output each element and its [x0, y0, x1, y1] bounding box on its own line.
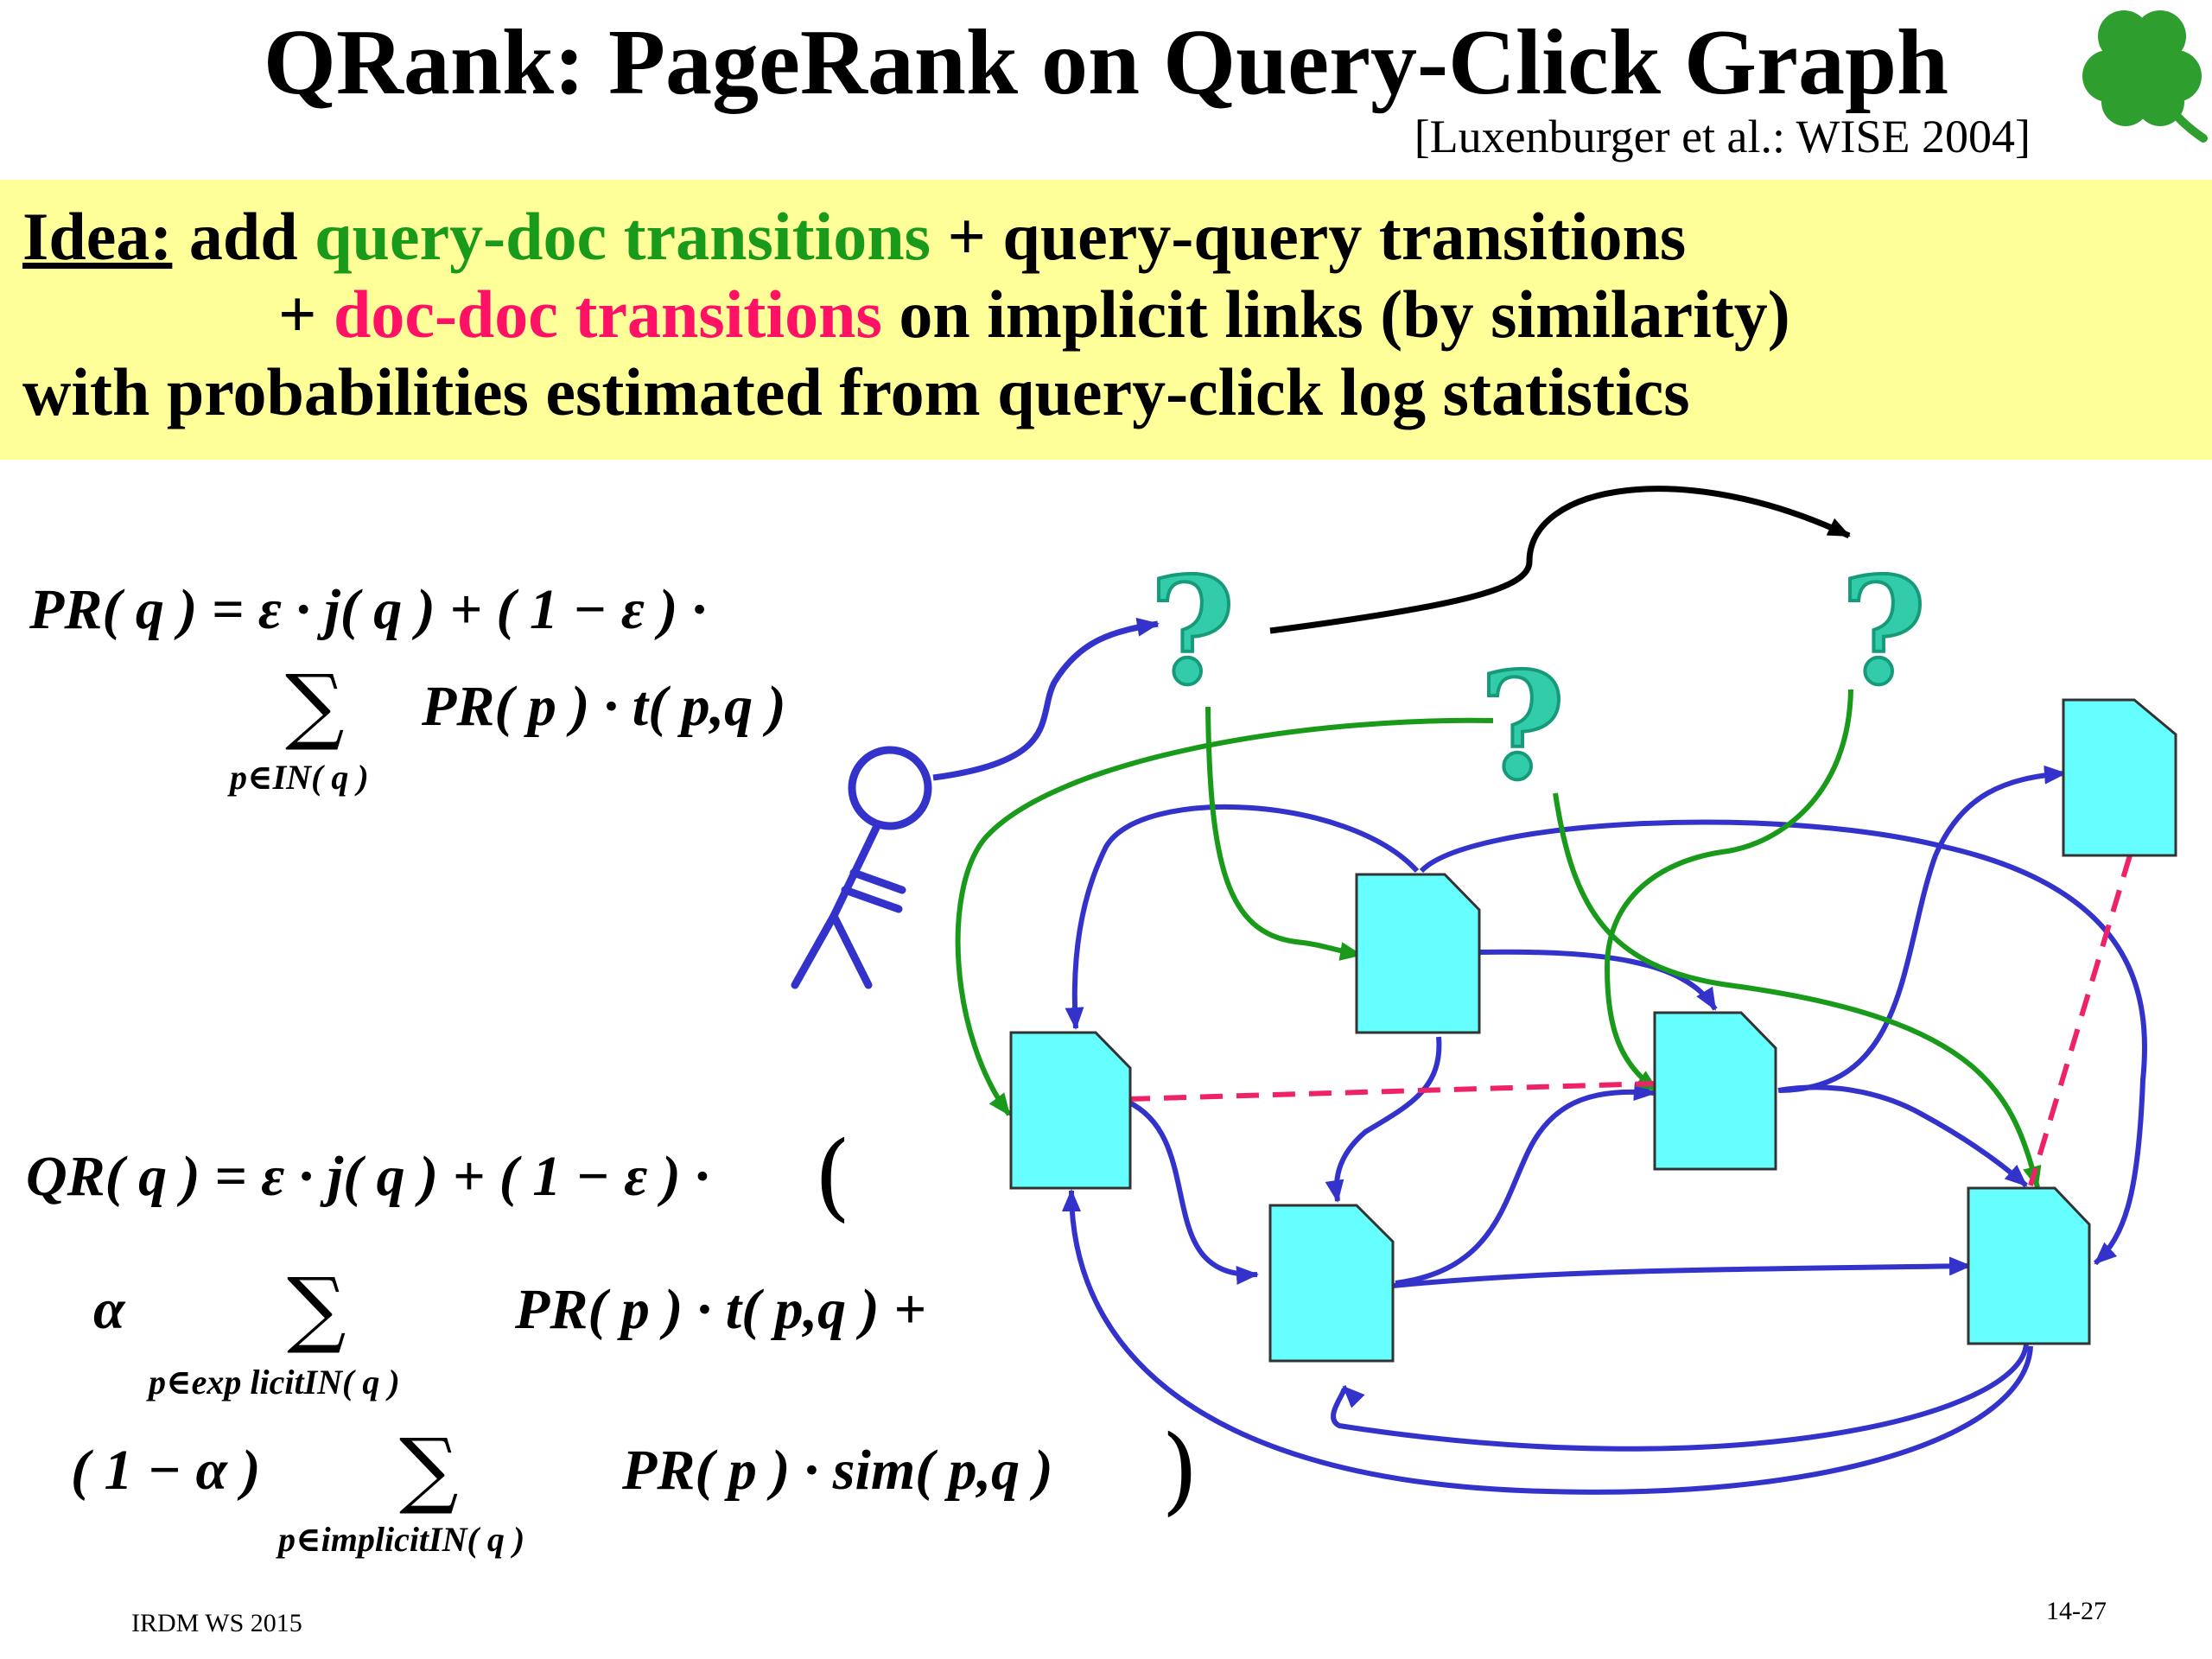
idea-line-2: + doc-doc transitions on implicit links … — [278, 275, 1790, 354]
click-edge — [1553, 792, 2042, 1189]
qr-term-2: PR( p ) · sim( p,q ) — [622, 1439, 1053, 1502]
doc-link-edge — [1325, 1036, 1442, 1203]
pr-sum-symbol: ∑ — [285, 657, 345, 753]
pr-formula-line2: PR( p ) · t( p,q ) — [422, 675, 786, 738]
qr-term-1: PR( p ) · t( p,q ) + — [515, 1278, 926, 1341]
doc-link-edge — [1392, 1256, 1972, 1288]
document-icon — [2062, 698, 2177, 857]
alpha-symbol: α — [93, 1278, 125, 1341]
qr-close-paren: ) — [1161, 1414, 1198, 1525]
qr-sum-subscript-2: p∈implicitIN( q ) — [278, 1520, 525, 1559]
similarity-edge — [2028, 855, 2133, 1186]
document-icon — [1355, 873, 1481, 1034]
qr-formula-line1: QR( q ) = ε · j( q ) + ( 1 − ε ) · — [26, 1145, 709, 1208]
click-edge — [955, 717, 1494, 1116]
doc-link-edge — [1331, 1343, 2029, 1452]
doc-link-edge — [1419, 819, 2147, 1266]
qr-sum-subscript-1: p∈exp licitIN( q ) — [149, 1363, 400, 1402]
doc-link-edge — [1777, 1084, 2028, 1188]
doc-link-edge — [1395, 1082, 1656, 1286]
user-icon — [791, 746, 932, 989]
query-icon: ? — [1149, 545, 1236, 718]
click-edge — [1604, 689, 1853, 1093]
pr-formula-line1: PR( q ) = ε · j( q ) + ( 1 − ε ) · — [29, 578, 707, 641]
clover-logo-icon — [2082, 10, 2208, 143]
similarity-edge — [1127, 1081, 1656, 1102]
qr-coefficient-2: ( 1 − α ) — [71, 1439, 261, 1502]
query-icon: ? — [1479, 640, 1566, 813]
user-query-edge — [932, 617, 1160, 781]
implicit-links-text: on implicit links (by similarity) — [899, 276, 1790, 352]
footer-page-number: 14-27 — [2046, 1597, 2107, 1625]
idea-box: Idea: add query-doc transitions + query-… — [0, 180, 2212, 460]
idea-line-1: Idea: add query-doc transitions + query-… — [22, 197, 1686, 276]
doc-link-edge — [1065, 804, 1420, 1030]
pr-sum-subscript: p∈IN( q ) — [230, 758, 369, 797]
idea-line2-plus: + — [278, 276, 317, 352]
citation: [Luxenburger et al.: WISE 2004] — [1414, 111, 2031, 162]
document-icon — [1653, 1011, 1777, 1171]
doc-doc-transitions: doc-doc transitions — [333, 276, 882, 352]
doc-link-edge — [1126, 1099, 1259, 1285]
slide-title: QRank: PageRank on Query-Click Graph — [263, 11, 1949, 114]
query-query-edge — [1269, 486, 1851, 634]
qr-sum-symbol-2: ∑ — [399, 1421, 459, 1517]
qr-sum-symbol-1: ∑ — [287, 1260, 346, 1357]
idea-line-3: with probabilities estimated from query-… — [22, 354, 1690, 429]
click-edge — [1205, 706, 1363, 961]
query-icon: ? — [1840, 545, 1927, 718]
document-icon — [1268, 1204, 1395, 1363]
document-icon — [1009, 1031, 1132, 1190]
footer-course: IRDM WS 2015 — [131, 1609, 302, 1637]
query-doc-transitions: query-doc transitions — [315, 199, 931, 274]
doc-link-edge — [1062, 1189, 2033, 1495]
idea-label: Idea: — [22, 199, 173, 274]
doc-link-edge — [1478, 949, 1718, 1011]
idea-line1-add: add — [188, 199, 298, 274]
query-query-transitions: + query-query transitions — [947, 199, 1687, 274]
document-icon — [1967, 1186, 2091, 1345]
doc-link-edge — [1779, 765, 2067, 1093]
qr-open-paren: ( — [814, 1121, 851, 1231]
